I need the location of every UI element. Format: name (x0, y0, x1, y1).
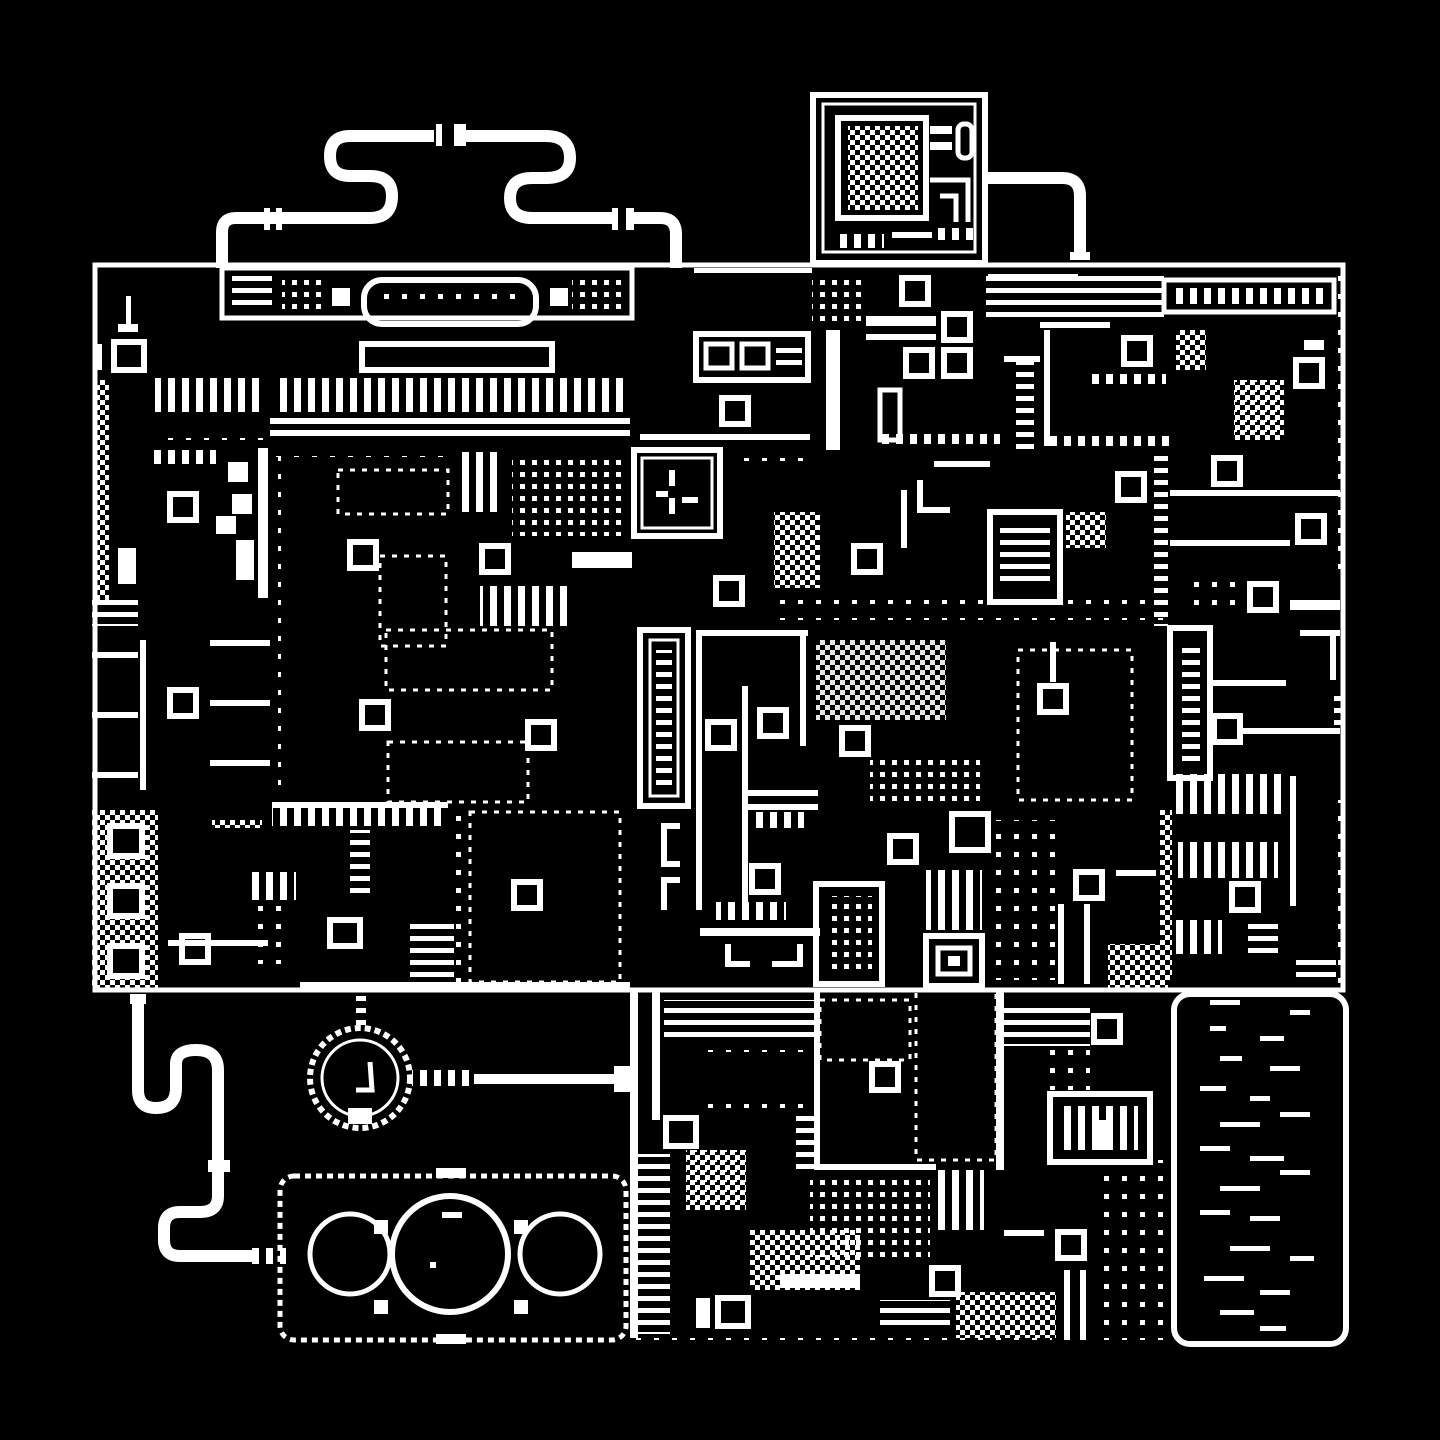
top-monitor (810, 92, 988, 266)
vertical-meter (637, 627, 820, 967)
top-dotted-rail (92, 266, 212, 271)
center-right-dotted-area (816, 625, 1344, 984)
right-liquid-tank (1171, 991, 1349, 1347)
pipe-couplers (264, 124, 1090, 260)
pressure-gauge (307, 990, 630, 1131)
top-left-console (219, 265, 635, 373)
left-column (92, 380, 158, 990)
fan-unit (631, 447, 723, 539)
control-box (640, 268, 814, 466)
pipe-coupler-lower-2 (208, 1160, 230, 1172)
lower-machine-body (630, 988, 1170, 1340)
striped-key-band (150, 378, 630, 464)
right-edge-details (1160, 270, 1342, 990)
left-center-dotted-panel (168, 448, 632, 988)
machine-body-frame (92, 262, 1346, 993)
center-lower-circuitry (813, 820, 1168, 989)
twin-wheel-engine (250, 1168, 629, 1344)
lower-left-pipe (132, 1004, 256, 1262)
top-right-machinery (812, 274, 1337, 450)
top-pipes (216, 130, 1086, 268)
pipe-coupler-lower (130, 994, 146, 1004)
center-panels (774, 456, 1340, 626)
left-hanging-lamp (97, 296, 147, 373)
